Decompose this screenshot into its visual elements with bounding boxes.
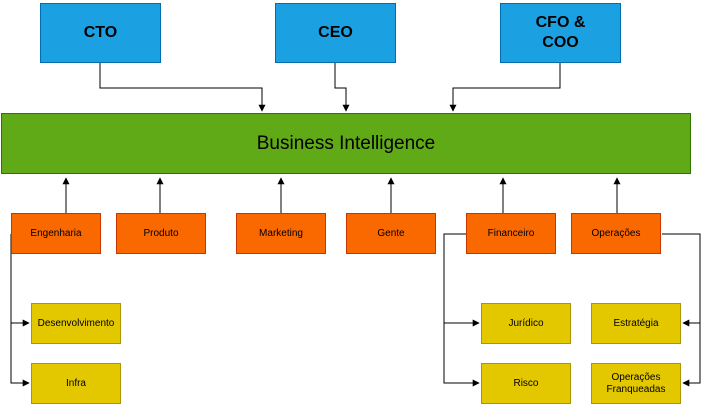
connector-operacoes-franqueadas — [682, 323, 701, 387]
marketing-box: Marketing — [236, 213, 326, 254]
desenvolvimento-box: Desenvolvimento — [31, 303, 121, 344]
engenharia-box: Engenharia — [11, 213, 101, 254]
connector-financeiro-risco — [443, 323, 480, 387]
connector-operacoes-estrategia — [662, 233, 701, 327]
juridico-box: Jurídico — [481, 303, 571, 344]
connector-financeiro-juridico — [443, 233, 480, 327]
cfo-coo-box: CFO & COO — [500, 3, 621, 63]
financeiro-box: Financeiro — [466, 213, 556, 254]
operacoes-franqueadas-box: Operações Franqueadas — [591, 363, 681, 404]
risco-box: Risco — [481, 363, 571, 404]
ceo-box: CEO — [275, 3, 396, 63]
operacoes-box: Operações — [571, 213, 661, 254]
gente-box: Gente — [346, 213, 436, 254]
produto-box: Produto — [116, 213, 206, 254]
business-intelligence-box: Business Intelligence — [1, 113, 691, 174]
connector-engenharia-infra — [10, 323, 30, 387]
connector-ceo-bi — [334, 63, 350, 112]
cto-box: CTO — [40, 3, 161, 63]
connector-cto-bi — [99, 63, 266, 112]
infra-box: Infra — [31, 363, 121, 404]
connector-cfo-bi — [449, 63, 561, 112]
estrategia-box: Estratégia — [591, 303, 681, 344]
